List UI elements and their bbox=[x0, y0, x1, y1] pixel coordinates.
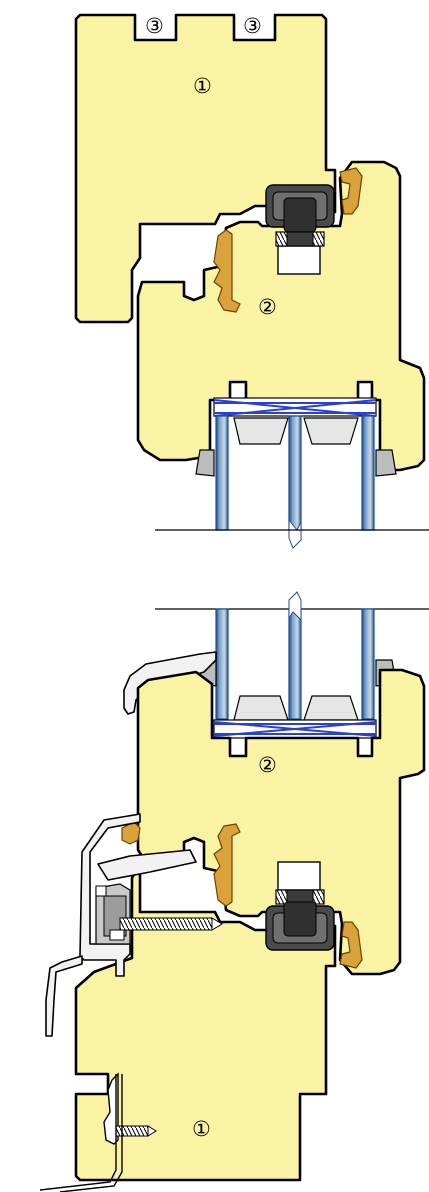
bottom-seal-left bbox=[213, 823, 241, 907]
bottom-section: ② ① bbox=[39, 591, 429, 1192]
bottom-hardware-slot bbox=[277, 861, 321, 891]
label-groove-right: ③ bbox=[243, 14, 262, 38]
top-hardware-slot bbox=[277, 245, 321, 275]
screw bbox=[119, 917, 223, 931]
label-top-sash: ② bbox=[258, 295, 277, 319]
label-top-frame: ① bbox=[193, 74, 212, 98]
top-seal-left bbox=[213, 229, 241, 313]
top-glazing bbox=[195, 397, 397, 549]
bottom-glazing bbox=[197, 591, 397, 739]
outer-cladding bbox=[45, 813, 197, 1037]
label-groove-left: ③ bbox=[145, 14, 164, 38]
label-bottom-frame: ① bbox=[192, 1117, 211, 1141]
label-bottom-sash: ② bbox=[258, 753, 277, 777]
bottom-seal-right bbox=[339, 921, 363, 969]
top-section: ③ ③ ① ② bbox=[74, 13, 429, 549]
bottom-sash-profile bbox=[136, 668, 426, 976]
bottom-fastener bbox=[39, 1072, 157, 1192]
top-seal-right bbox=[339, 167, 363, 215]
drip-cap bbox=[123, 651, 217, 715]
